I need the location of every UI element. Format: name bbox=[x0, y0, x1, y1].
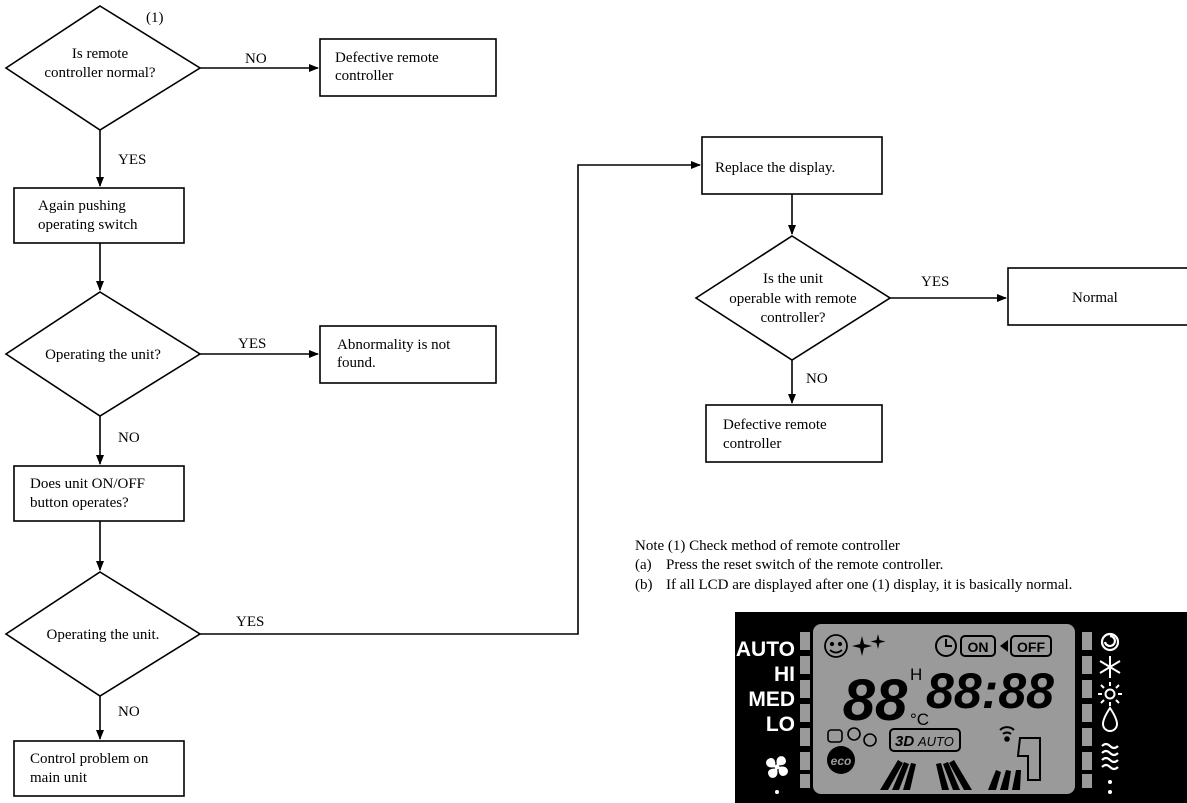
off-badge bbox=[1010, 635, 1052, 657]
c-label: °C bbox=[910, 710, 929, 729]
fan-icon bbox=[766, 756, 788, 778]
signal-icon bbox=[999, 726, 1015, 742]
svg-text:Normal: Normal bbox=[1072, 290, 1118, 306]
flap-left-icon bbox=[880, 760, 916, 790]
label-yes-1: YES bbox=[118, 152, 146, 168]
speed-med: MED bbox=[748, 688, 795, 711]
box-normal: Normal bbox=[1007, 267, 1187, 326]
label-yes-2: YES bbox=[238, 336, 266, 352]
arrow-yes-3 bbox=[200, 161, 701, 635]
temp-digits: 88 bbox=[843, 668, 908, 733]
flap-right-icon bbox=[936, 760, 972, 790]
on-badge bbox=[960, 635, 996, 657]
decision-operating-unit-2: Operating the unit. bbox=[4, 571, 202, 697]
note-a-label: (a) bbox=[635, 557, 652, 573]
label-no-2: NO bbox=[118, 430, 140, 446]
note-a-text: Press the reset switch of the remote con… bbox=[666, 557, 943, 573]
svg-text:Operating the unit.: Operating the unit. bbox=[47, 627, 160, 643]
eco-label: eco bbox=[831, 754, 852, 768]
speed-bars-left bbox=[800, 632, 810, 788]
snowflake-icon bbox=[1099, 656, 1121, 678]
wave-icon bbox=[1101, 742, 1119, 771]
note-block: Note (1) Check method of remote controll… bbox=[635, 538, 1072, 593]
eco-icon: eco bbox=[827, 746, 855, 774]
label-no-4: NO bbox=[806, 371, 828, 387]
speed-lo: LO bbox=[766, 713, 795, 736]
people-icon bbox=[827, 727, 877, 747]
h-label: H bbox=[910, 665, 922, 684]
speed-hi: HI bbox=[774, 663, 795, 686]
sun-icon bbox=[1098, 682, 1122, 706]
box-replace-display: Replace the display. bbox=[701, 136, 883, 195]
arrow-icon bbox=[1000, 640, 1008, 652]
svg-text:Operating the unit?: Operating the unit? bbox=[45, 347, 161, 363]
auto3d-a: 3D bbox=[895, 733, 914, 750]
sparkle-icon bbox=[852, 634, 886, 656]
label-no-1: NO bbox=[245, 51, 267, 67]
auto3d-frame bbox=[889, 728, 961, 752]
on-label: ON bbox=[968, 639, 989, 655]
drop-icon bbox=[1101, 706, 1119, 732]
speed-auto: AUTO bbox=[736, 638, 795, 661]
time-digits: 88:88 bbox=[926, 663, 1054, 719]
note-b-label: (b) bbox=[635, 577, 653, 593]
decision-operating-unit-1: Operating the unit? bbox=[4, 291, 202, 417]
label-yes-4: YES bbox=[921, 274, 949, 290]
label-no-3: NO bbox=[118, 704, 140, 720]
note-b-text: If all LCD are displayed after one (1) d… bbox=[666, 577, 1072, 593]
mode-bars-right bbox=[1082, 632, 1092, 788]
face-icon bbox=[824, 634, 848, 658]
label-yes-3: YES bbox=[236, 614, 264, 630]
svg-text:Replace the display.: Replace the display. bbox=[715, 160, 835, 176]
swirl-icon bbox=[1100, 632, 1120, 652]
off-label: OFF bbox=[1017, 639, 1045, 655]
clock-icon bbox=[935, 635, 957, 657]
lcd-display: AUTO HI MED LO bbox=[735, 612, 1187, 803]
note-title: Note (1) Check method of remote controll… bbox=[635, 538, 900, 554]
note-ref-label: (1) bbox=[146, 10, 164, 26]
auto3d-b: AUTO bbox=[917, 734, 954, 749]
louver-icon bbox=[988, 737, 1041, 790]
